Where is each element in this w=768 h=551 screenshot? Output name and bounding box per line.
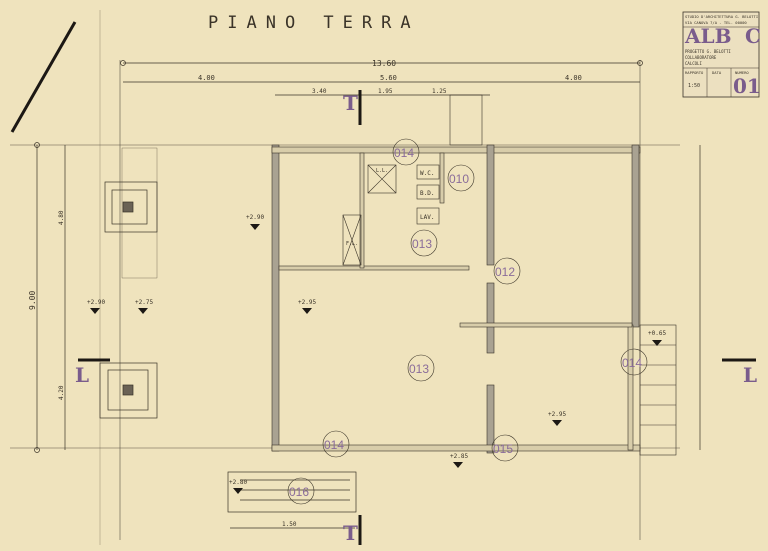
elevation-label: +0.65	[648, 330, 666, 337]
room-label: 010	[449, 172, 469, 186]
room-label: 014	[394, 146, 414, 160]
dimension-vertical-b: 4.20	[58, 385, 65, 400]
room-label: 016	[289, 485, 309, 499]
title-block-code-suffix: C	[745, 24, 761, 48]
dimension-vertical-a: 4.80	[58, 210, 65, 225]
fixture-bd: B.D.	[420, 190, 434, 197]
elevation-label: +2.85	[450, 453, 468, 460]
title-block-number-label: NUMERO	[735, 70, 749, 75]
section-mark-left: L	[75, 363, 89, 387]
room-stamps	[287, 138, 648, 505]
walls	[271, 144, 641, 454]
title-block-code: ALB	[684, 24, 731, 48]
dimension-center-bay: 5.60	[380, 74, 397, 82]
title-block-ratio-label: RAPPORTO	[685, 70, 704, 75]
elevation-label: +2.80	[229, 479, 247, 486]
title-block-calculations: CALCOLI	[685, 61, 702, 66]
elevation-label: +2.75	[135, 299, 153, 306]
elevation-label: +2.90	[246, 214, 264, 221]
room-label: 014	[324, 438, 344, 452]
room-label: 013	[409, 362, 429, 376]
elevation-label: +2.95	[548, 411, 566, 418]
room-label: 013	[412, 237, 432, 251]
room-label: 014	[622, 356, 642, 370]
section-mark-right: L	[743, 363, 757, 387]
dimension-sub-a: 3.40	[312, 88, 327, 95]
fixture-fl: F.L.	[346, 241, 358, 247]
title-block-date-label: DATA	[712, 70, 722, 75]
dimension-lines	[34, 60, 701, 529]
title-block-number: 01	[733, 74, 761, 98]
dimension-overall: 13.60	[372, 59, 396, 68]
fixture-wc: W.C.	[420, 170, 434, 177]
dimension-right-bay: 4.00	[565, 74, 582, 82]
fixture-lav: LAV.	[420, 214, 434, 221]
elevation-triangles	[90, 224, 662, 494]
dimension-bottom: 1.50	[282, 521, 297, 528]
section-lines	[10, 21, 756, 545]
dimension-left-bay: 4.00	[198, 74, 215, 82]
title-block-collaborator: COLLABORATORE	[685, 55, 717, 60]
dimension-sub-b: 1.95	[378, 88, 393, 95]
title-block-project: PROGETTO G. BELOTTI	[685, 49, 731, 54]
drawing-title: PIANO TERRA	[208, 13, 420, 33]
title-block	[682, 11, 760, 98]
elevation-label: +2.95	[298, 299, 316, 306]
dimension-sub-c: 1.25	[432, 88, 447, 95]
dimension-vertical-total: 9.00	[28, 291, 37, 310]
title-block-address: VIA CANOVA 7/A - TEL. 00000	[685, 20, 747, 25]
fixture-ll: L.L.	[376, 168, 388, 174]
fixtures-outline	[342, 94, 677, 456]
room-label: 012	[495, 265, 515, 279]
room-label: 015	[493, 442, 513, 456]
elevation-label: +2.90	[87, 299, 105, 306]
section-mark-bottom: T	[343, 521, 358, 545]
title-block-studio: STUDIO D'ARCHITETTURA G. BELOTTI	[685, 14, 758, 19]
title-block-ratio: 1:50	[688, 83, 700, 89]
section-mark-top: T	[343, 91, 358, 115]
exterior-pillars	[99, 147, 357, 513]
